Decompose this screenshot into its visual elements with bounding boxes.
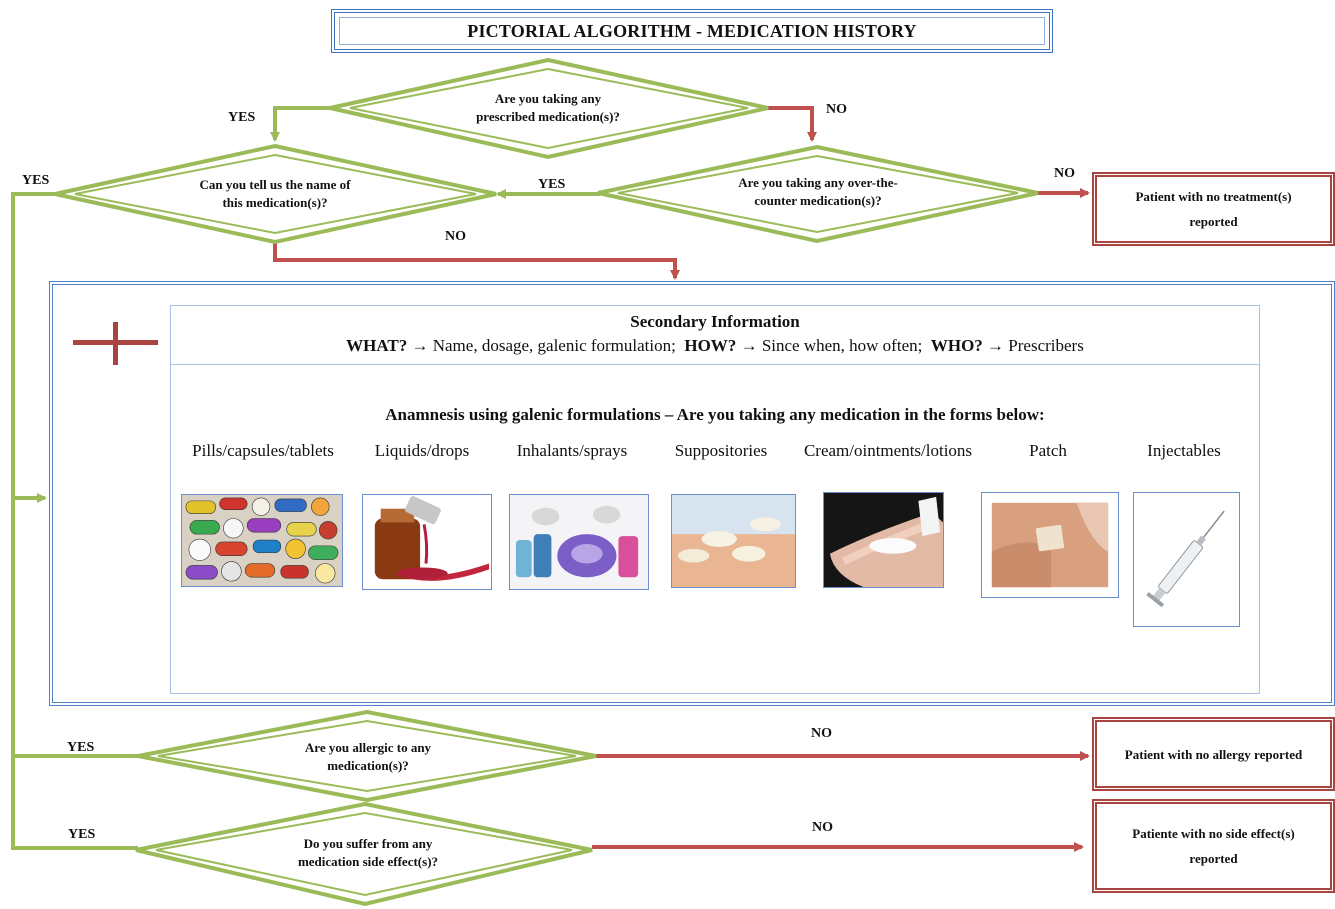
yes-label-q4: YES (67, 740, 95, 755)
pills-image (181, 494, 343, 587)
outcome-no-allergy: Patient with no allergy reported (1092, 717, 1335, 791)
suppositories-image (671, 494, 796, 588)
secondary-information-panel (49, 281, 1335, 706)
outcome-no-side-effect: Patiente with no side effect(s) reported (1092, 799, 1335, 893)
q1-no-connector (768, 106, 817, 142)
secondary-heading: Secondary Information (630, 312, 800, 331)
q1-yes-connector (270, 106, 330, 142)
form-label-creams: Cream/ointments/lotions (803, 441, 973, 460)
form-label-injectables: Injectables (1147, 441, 1221, 460)
yes-label-q3: YES (538, 177, 566, 192)
who-key: WHO? (930, 336, 983, 355)
outcome-no-side-effect-line2: reported (1189, 851, 1238, 866)
q4-diamond (137, 709, 597, 803)
q3-diamond (597, 144, 1039, 244)
q5-line1: Do you suffer from any (303, 836, 433, 851)
no-label-q3: NO (1054, 166, 1075, 181)
question-prescribed-medication: Are you taking any prescribed medication… (420, 88, 676, 128)
question-allergy: Are you allergic to any medication(s)? (240, 737, 496, 777)
main-yes-spine (11, 192, 138, 850)
yes-label-q1: YES (228, 110, 256, 125)
form-label-pills: Pills/capsules/tablets (192, 441, 334, 460)
decision-diamonds (54, 57, 1039, 907)
outcome-no-treatment-line1: Patient with no treatment(s) (1135, 189, 1292, 204)
diagram-title: PICTORIAL ALGORITHM - MEDICATION HISTORY (331, 9, 1053, 53)
outcome-no-treatment-line2: reported (1189, 214, 1238, 229)
yes-label-q2: YES (22, 173, 50, 188)
patch-image (981, 492, 1119, 598)
form-label-liquids: Liquids/drops (374, 441, 470, 460)
no-label-q5: NO (812, 820, 833, 835)
q2-no-connector (273, 242, 680, 280)
q5-line2: medication side effect(s)? (297, 854, 439, 869)
plus-icon (113, 322, 118, 365)
q3-line1: Are you taking any over-the- (738, 175, 898, 190)
q1-line1: Are you taking any (494, 91, 602, 106)
arrow-icon: → (987, 336, 1005, 355)
cream-image (823, 492, 944, 588)
outcome-no-treatment: Patient with no treatment(s) reported (1092, 172, 1335, 246)
q1-diamond (329, 57, 769, 160)
anamnesis-heading: Anamnesis using galenic formulations – A… (385, 405, 1045, 424)
how-value: Since when, how often; (761, 336, 923, 355)
no-label-q4: NO (811, 726, 832, 741)
q2-line1: Can you tell us the name of (199, 177, 351, 192)
question-side-effects: Do you suffer from any medication side e… (240, 833, 496, 873)
form-label-suppositories: Suppositories (674, 441, 768, 460)
how-key: HOW? (684, 336, 737, 355)
q2-line2: this medication(s)? (222, 195, 328, 210)
arrow-icon: → (740, 336, 758, 355)
outcome-no-side-effect-line1: Patiente with no side effect(s) (1132, 826, 1295, 841)
q3-line2: counter medication(s)? (754, 193, 882, 208)
q2-diamond (54, 143, 497, 245)
question-medication-name: Can you tell us the name of this medicat… (150, 174, 400, 214)
secondary-divider (170, 364, 1260, 365)
who-value: Prescribers (1008, 336, 1084, 355)
q5-diamond (135, 801, 593, 907)
no-paths (273, 106, 1090, 852)
q1-line2: prescribed medication(s)? (476, 109, 620, 124)
what-key: WHAT? (346, 336, 408, 355)
form-label-inhalants: Inhalants/sprays (516, 441, 628, 460)
arrow-icon: → (411, 336, 429, 355)
no-label-q1: NO (826, 102, 847, 117)
inhalers-image (509, 494, 649, 590)
yes-paths (11, 106, 600, 850)
liquid-medicine-image (362, 494, 492, 590)
question-otc-medication: Are you taking any over-the- counter med… (690, 172, 946, 212)
what-value: Name, dosage, galenic formulation; (432, 336, 676, 355)
yes-label-q5: YES (68, 827, 96, 842)
syringe-image (1133, 492, 1240, 627)
q4-line2: medication(s)? (327, 758, 409, 773)
q4-line1: Are you allergic to any (304, 740, 432, 755)
form-label-patch: Patch (1029, 441, 1067, 460)
no-label-q2: NO (445, 229, 466, 244)
secondary-details: WHAT? → Name, dosage, galenic formulatio… (170, 336, 1260, 356)
